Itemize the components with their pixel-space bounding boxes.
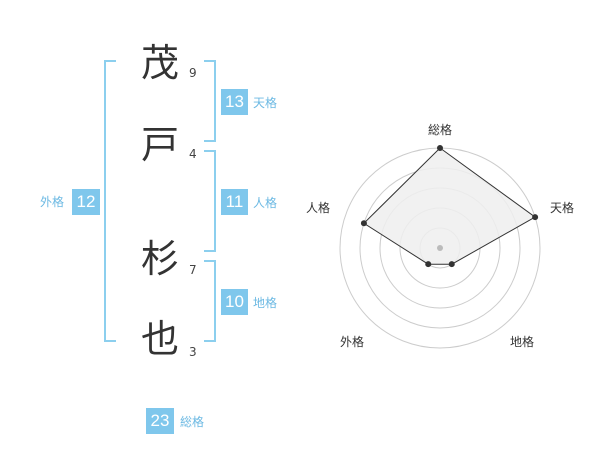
tenkaku-label: 天格 — [253, 96, 278, 110]
radar-point-4 — [360, 220, 367, 227]
jinkaku-bracket — [204, 150, 216, 252]
name-char-3: 杉 — [140, 237, 179, 281]
radar-point-1 — [532, 214, 539, 221]
stroke-count-2: 4 — [189, 147, 197, 161]
gaikaku-value: 12 — [72, 189, 100, 215]
gaikaku-bracket — [104, 60, 116, 342]
name-char-1: 茂 — [140, 41, 179, 85]
gaikaku-label: 外格 — [40, 195, 65, 209]
radar-point-2 — [448, 261, 455, 268]
chikaku-label: 地格 — [253, 296, 278, 310]
soukaku-value: 23 — [146, 408, 174, 434]
soukaku-label: 総格 — [180, 415, 205, 429]
radar-axis-label-4: 人格 — [306, 201, 331, 215]
stroke-count-3: 7 — [189, 263, 197, 277]
radar-center-dot — [437, 245, 443, 251]
name-char-4: 也 — [140, 317, 179, 361]
radar-point-0 — [437, 145, 443, 151]
jinkaku-label: 人格 — [253, 196, 278, 210]
radar-point-3 — [425, 261, 432, 268]
chikaku-value: 10 — [221, 289, 248, 315]
tenkaku-bracket — [204, 60, 216, 142]
radar-axis-label-1: 天格 — [550, 201, 575, 215]
name-char-2: 戸 — [140, 123, 179, 167]
stroke-count-1: 9 — [189, 66, 197, 80]
radar-axis-label-0: 総格 — [428, 123, 453, 137]
stroke-count-4: 3 — [189, 345, 197, 359]
chikaku-bracket — [204, 260, 216, 342]
radar-axis-label-3: 外格 — [340, 335, 365, 349]
radar-value-polygon — [363, 147, 537, 265]
radar-axis-label-2: 地格 — [510, 335, 535, 349]
tenkaku-value: 13 — [221, 89, 248, 115]
jinkaku-value: 11 — [221, 189, 248, 215]
